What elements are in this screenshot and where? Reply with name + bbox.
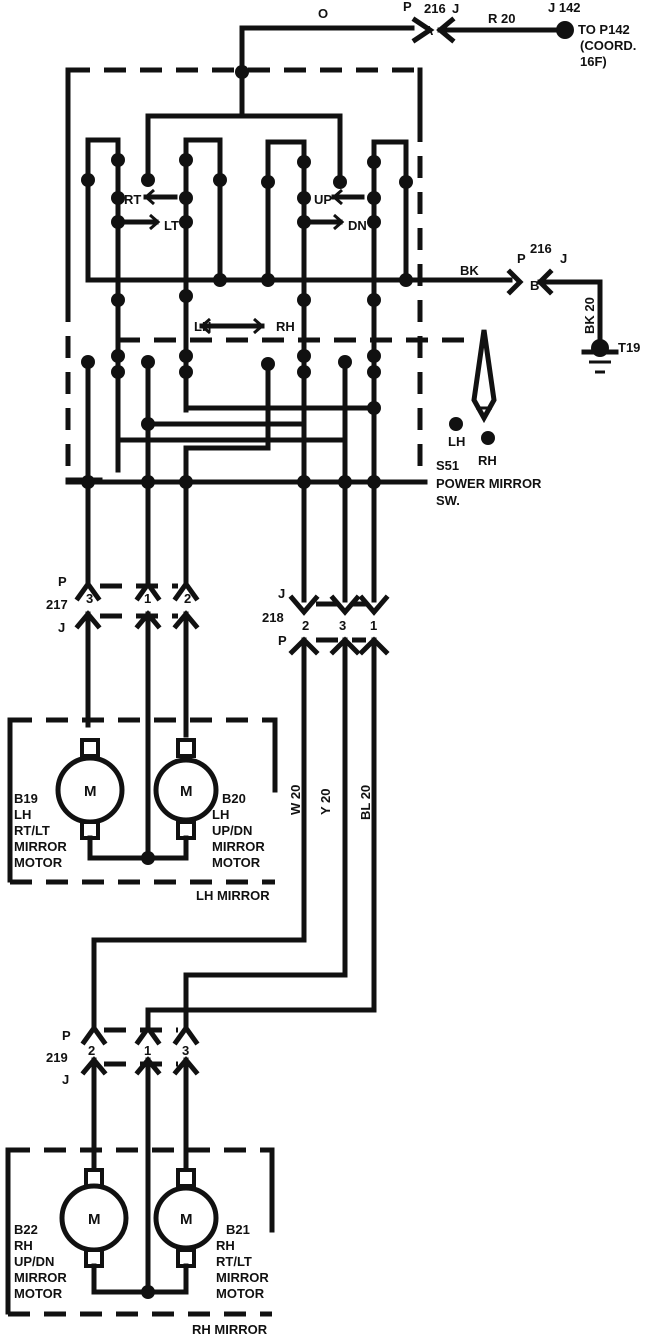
rh-indicator	[481, 431, 495, 445]
coord2-label: 16F)	[580, 54, 607, 69]
lt-label: LT	[164, 218, 179, 233]
b20-motor-m: M	[180, 783, 193, 800]
lh-indicator	[449, 417, 463, 431]
connector-219: P 219 J 2 1 3	[46, 1023, 200, 1295]
conn-216b-p: P	[517, 251, 526, 266]
c219-pin3: 3	[182, 1043, 189, 1058]
c218-pin2: 2	[302, 618, 309, 633]
feed-circuit: O P 216 J A R 20 J 142 TO P142 (COORD. 1…	[239, 0, 636, 73]
lh-mirror: M M B19 LH RT/LT MIRROR MOTOR B20 LH UP/…	[7, 717, 278, 903]
c219-p: P	[62, 1028, 71, 1043]
switch-title-1: POWER MIRROR	[436, 476, 542, 491]
rt-label: RT	[124, 192, 141, 207]
conn-216-j: J	[452, 1, 459, 16]
connector-218: J 218 P 2 3 1 W 20 Y 20 BL 20	[262, 586, 390, 1013]
switch-title-2: SW.	[436, 493, 460, 508]
wire-r20-label: R 20	[488, 11, 515, 26]
to-p142-label: TO P142	[578, 22, 630, 37]
c219-pin1: 1	[144, 1043, 151, 1058]
s51-label: S51	[436, 458, 459, 473]
wire-bk20-label: BK 20	[582, 297, 597, 334]
b20-line1: B20	[222, 791, 246, 806]
c217-p: P	[58, 574, 67, 589]
conn-216b-num: 216	[530, 241, 552, 256]
c219-pin2: 2	[88, 1043, 95, 1058]
j142-label: J 142	[548, 0, 581, 15]
rh-position-label: RH	[478, 453, 497, 468]
rh-select-label: RH	[276, 319, 295, 334]
pin-a-label: A	[424, 23, 434, 38]
conn-216-p: P	[403, 0, 412, 14]
coord-label: (COORD.	[580, 38, 636, 53]
b19-motor: M	[55, 738, 125, 840]
b19-motor-m: M	[84, 783, 97, 800]
rh-mirror: M M B22 RH UP/DN MIRROR MOTOR B21 RH RT/…	[5, 1147, 275, 1337]
power-mirror-switch: RT LT UP DN LH RH	[65, 65, 542, 603]
j142-connector	[556, 21, 574, 39]
conn-216-num: 216	[424, 1, 446, 16]
b19-line1: B19	[14, 791, 38, 806]
c218-p: P	[278, 633, 287, 648]
c217-pin2: 2	[184, 591, 191, 606]
rh-routing	[91, 937, 377, 1031]
c219-num: 219	[46, 1050, 68, 1065]
t19-label: T19	[618, 340, 640, 355]
wire-y20-label: Y 20	[318, 788, 333, 815]
b22-motor: M	[59, 1168, 129, 1268]
b21-line1: B21	[226, 1222, 250, 1237]
b20-line2: LH	[212, 807, 229, 822]
c218-num: 218	[262, 610, 284, 625]
b19-line3: RT/LT	[14, 823, 50, 838]
connector-217: P 217 J 3 1 2	[46, 479, 200, 743]
c217-pin3: 3	[86, 591, 93, 606]
wire-w20-label: W 20	[288, 785, 303, 815]
b22-line5: MOTOR	[14, 1286, 63, 1301]
c217-pin1: 1	[144, 591, 151, 606]
lh-mirror-title: LH MIRROR	[196, 888, 270, 903]
b19-line2: LH	[14, 807, 31, 822]
c218-j: J	[278, 586, 285, 601]
up-label: UP	[314, 192, 332, 207]
c218-pin1: 1	[370, 618, 377, 633]
b19-line5: MOTOR	[14, 855, 63, 870]
pin-b-label: B	[530, 278, 539, 293]
b19-line4: MIRROR	[14, 839, 67, 854]
ground-circuit: BK P 216 J B BK 20 T19	[460, 241, 640, 374]
b21-line5: MOTOR	[216, 1286, 265, 1301]
b22-motor-m: M	[88, 1211, 101, 1228]
dn-label: DN	[348, 218, 367, 233]
b21-motor: M	[153, 1168, 219, 1268]
lh-select-label: LH	[194, 319, 211, 334]
wire-bl20-label: BL 20	[358, 785, 373, 820]
b21-line3: RT/LT	[216, 1254, 252, 1269]
wire-bk-label: BK	[460, 263, 479, 278]
b20-line5: MOTOR	[212, 855, 261, 870]
b22-line4: MIRROR	[14, 1270, 67, 1285]
lh-position-label: LH	[448, 434, 465, 449]
b22-line3: UP/DN	[14, 1254, 54, 1269]
b22-line2: RH	[14, 1238, 33, 1253]
b22-line1: B22	[14, 1222, 38, 1237]
b21-line4: MIRROR	[216, 1270, 269, 1285]
b20-line4: MIRROR	[212, 839, 265, 854]
c217-num: 217	[46, 597, 68, 612]
b20-motor: M	[153, 738, 219, 840]
conn-216b-j: J	[560, 251, 567, 266]
wire-o-label: O	[318, 6, 328, 21]
b21-line2: RH	[216, 1238, 235, 1253]
c219-j: J	[62, 1072, 69, 1087]
rh-mirror-title: RH MIRROR	[192, 1322, 268, 1337]
c217-j: J	[58, 620, 65, 635]
b20-line3: UP/DN	[212, 823, 252, 838]
b21-motor-m: M	[180, 1211, 193, 1228]
c218-pin3: 3	[339, 618, 346, 633]
